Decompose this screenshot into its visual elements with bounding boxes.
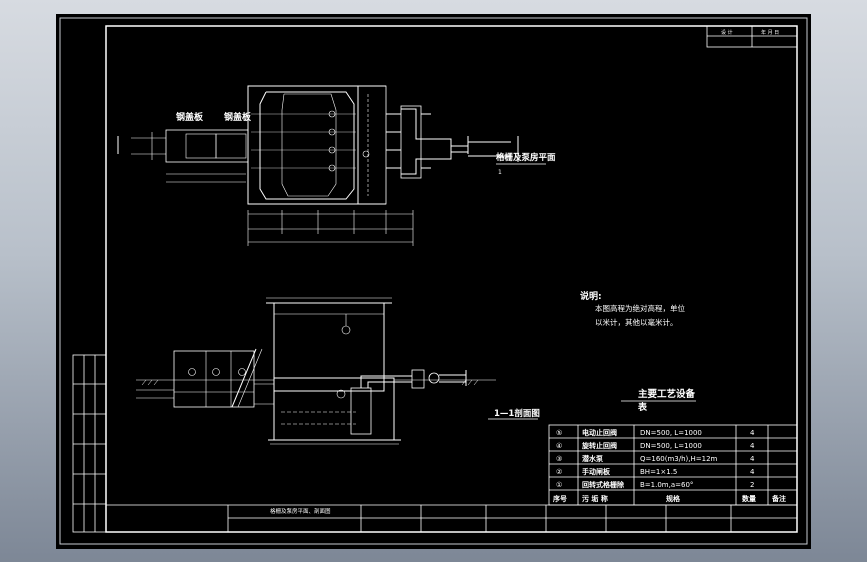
equipment-subtitle: 表 [637, 401, 648, 413]
notes-heading: 说明: [580, 290, 602, 302]
cad-viewport[interactable]: 设 计 年 月 日 [56, 14, 811, 549]
revision-strip [72, 354, 107, 533]
cad-drawing[interactable]: 设 计 年 月 日 [56, 14, 811, 549]
equipment-row-no: ⑤ [556, 429, 562, 437]
equipment-row-qty: 4 [750, 468, 755, 476]
notes-line-2: 以米计，其他以毫米计。 [595, 317, 678, 327]
equipment-row-no: ④ [556, 442, 562, 450]
section-title: 1—1剖面图 [494, 408, 540, 419]
equipment-row-spec: DN=500, L=1000 [640, 442, 702, 450]
stamp-text-a: 设 计 [721, 29, 733, 36]
equipment-header-name: 污 垢 称 [582, 494, 608, 503]
equipment-row-qty: 2 [750, 481, 754, 489]
equipment-header-no: 序号 [552, 494, 567, 503]
equipment-row-name: 潜水泵 [582, 454, 603, 463]
equipment-header-spec: 规格 [666, 494, 681, 503]
equipment-rows: ⑤ 电动止回阀 DN=500, L=1000 4 ④ 旋转止回阀 DN=500, L=100… [552, 428, 786, 503]
equipment-row-name: 手动闸板 [582, 467, 611, 476]
equipment-row-qty: 4 [750, 429, 755, 437]
equipment-row-spec: B=1.0m,a=60° [640, 481, 693, 489]
equipment-row-no: ③ [556, 455, 562, 463]
top-stamp [706, 25, 798, 48]
equipment-row-qty: 4 [750, 442, 755, 450]
plan-label-cover-a: 钢盖板 [176, 111, 204, 123]
plan-title: 格栅及泵房平面 [496, 152, 556, 163]
equipment-title: 主要工艺设备 [638, 388, 696, 400]
equipment-header-remark: 备注 [771, 494, 786, 503]
equipment-row-no: ② [556, 468, 562, 476]
equipment-row-no: ① [556, 481, 562, 489]
plan-section-mark: 1 [498, 169, 502, 176]
stamp-text-b: 年 月 日 [761, 29, 779, 36]
equipment-row-name: 旋转止回阀 [581, 441, 617, 450]
plan-label-cover-b: 钢盖板 [224, 111, 252, 123]
equipment-row-qty: 4 [750, 455, 755, 463]
equipment-row-name: 电动止回阀 [582, 428, 617, 437]
equipment-row-spec: Q=160(m3/h),H=12m [640, 455, 718, 463]
equipment-row-spec: BH=1×1.5 [640, 468, 677, 476]
title-block-drawing-name: 格栅及泵房平面、剖面图 [270, 507, 331, 515]
outer-frame [59, 17, 808, 545]
equipment-table [548, 424, 798, 506]
section-view[interactable] [136, 297, 496, 445]
equipment-row-name: 回转式格栅除 [582, 480, 625, 489]
inner-frame [105, 25, 798, 533]
equipment-header-qty: 数量 [742, 494, 756, 503]
plan-view[interactable] [117, 85, 519, 246]
notes-line-1: 本图高程为绝对高程，单位 [595, 303, 685, 313]
equipment-row-spec: DN=500, L=1000 [640, 429, 702, 437]
title-block [106, 504, 797, 532]
